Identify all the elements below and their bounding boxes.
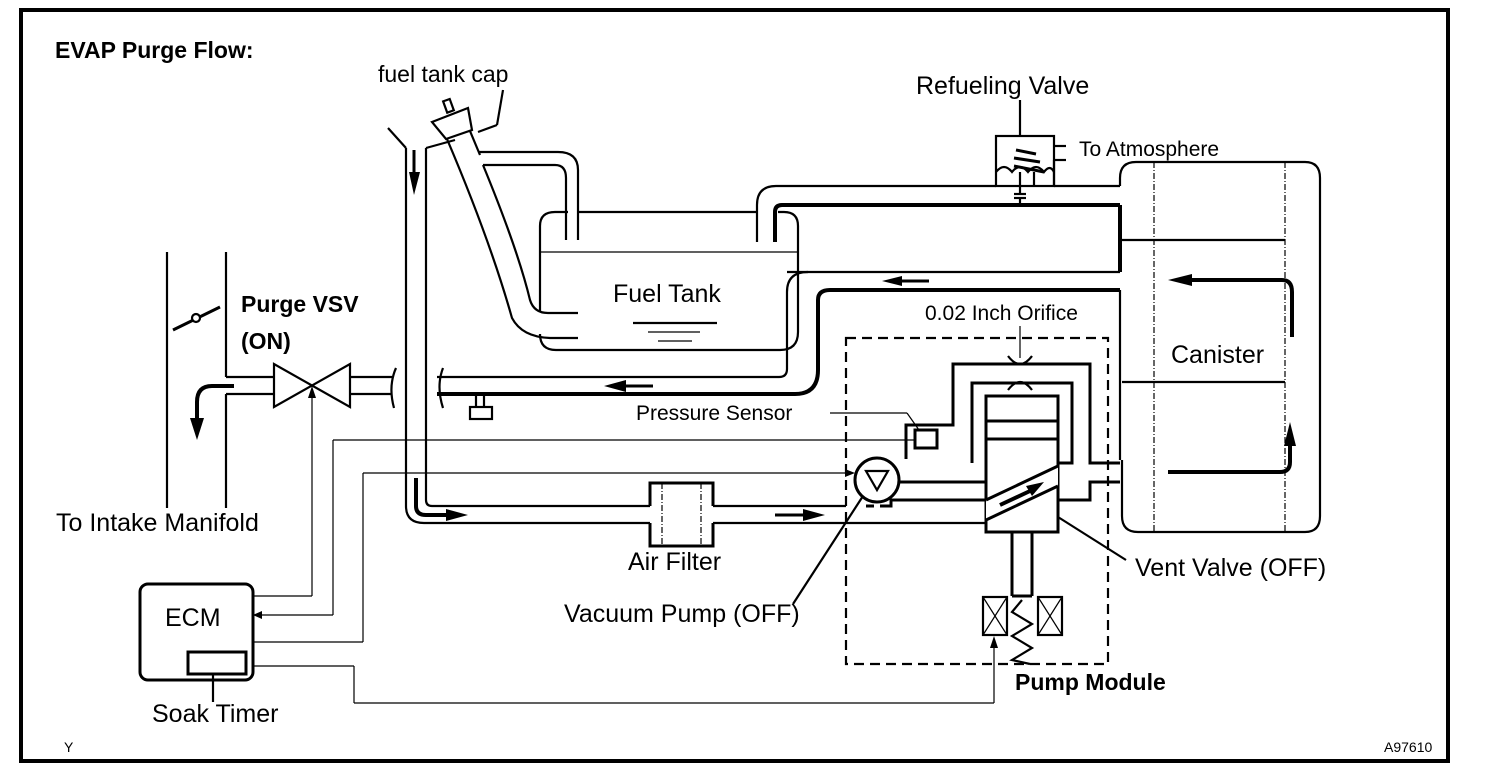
- flow-arrow-up: [1284, 422, 1296, 446]
- flow-arrow-left: [604, 380, 626, 392]
- flow-arrow-right: [803, 509, 825, 521]
- vacuum-pump-label: Vacuum Pump (OFF): [564, 600, 800, 628]
- tank-vent-line: [755, 184, 1122, 286]
- pump-module-passages: [866, 362, 1120, 508]
- to-atmosphere-label: To Atmosphere: [1079, 138, 1219, 161]
- fuel-tank: [538, 210, 800, 352]
- pump-module-boundary: [844, 336, 1110, 666]
- ecm-label: ECM: [165, 604, 221, 632]
- vacuum-pump-leader: [792, 495, 864, 605]
- vent-valve-label: Vent Valve (OFF): [1135, 554, 1326, 582]
- figure-frame: [19, 8, 1450, 763]
- to-intake-manifold-label: To Intake Manifold: [56, 509, 259, 537]
- diagram-title: EVAP Purge Flow:: [55, 37, 254, 63]
- pressure-sensor-label: Pressure Sensor: [636, 402, 792, 425]
- pump-module-label: Pump Module: [1015, 669, 1166, 695]
- flow-arrow-down: [409, 172, 420, 195]
- fuel-tank-cap-label: fuel tank cap: [378, 61, 508, 87]
- flow-arrow-into-manifold: [190, 384, 234, 440]
- vacuum-pump-icon: [853, 456, 901, 504]
- soak-timer-icon: [186, 650, 248, 676]
- flow-arrow-right: [446, 509, 468, 521]
- purge-vsv-valve-icon: [226, 362, 445, 409]
- fuel-tank-label: Fuel Tank: [613, 280, 721, 308]
- figure-id: A97610: [1384, 739, 1432, 755]
- refueling-valve-icon: [994, 100, 1137, 205]
- canister-label: Canister: [1171, 341, 1264, 369]
- vent-valve-icon: [981, 394, 1064, 666]
- ecm-box: [138, 582, 255, 702]
- soak-timer-label: Soak Timer: [152, 700, 278, 728]
- pressure-sensor-icon: [830, 412, 939, 450]
- flow-arrow-left: [1168, 274, 1192, 286]
- flow-arrow-left: [882, 276, 902, 286]
- vent-valve-leader: [1057, 516, 1127, 561]
- canister: [1120, 160, 1322, 534]
- ecm-signal-wires: [253, 439, 998, 704]
- fuel-tank-cap-icon: [430, 89, 505, 141]
- corner-mark: Y: [64, 739, 74, 755]
- throttle-valve-icon: [172, 305, 221, 332]
- refueling-valve-label: Refueling Valve: [916, 72, 1089, 100]
- orifice-icon: [1007, 326, 1033, 391]
- air-filter-label: Air Filter: [628, 548, 721, 576]
- orifice-label: 0.02 Inch Orifice: [925, 302, 1078, 325]
- service-port-icon: [468, 394, 494, 421]
- fuel-inlet-vapor-line: [387, 127, 650, 525]
- filler-neck: [445, 130, 580, 340]
- air-filter-icon: [648, 481, 986, 548]
- purge-line: [437, 270, 1122, 460]
- purge-vsv-label: Purge VSV: [241, 291, 359, 317]
- intake-manifold: [165, 252, 234, 508]
- ecm-to-vsv-signal-line: [253, 386, 316, 597]
- purge-vsv-state-label: (ON): [241, 328, 291, 354]
